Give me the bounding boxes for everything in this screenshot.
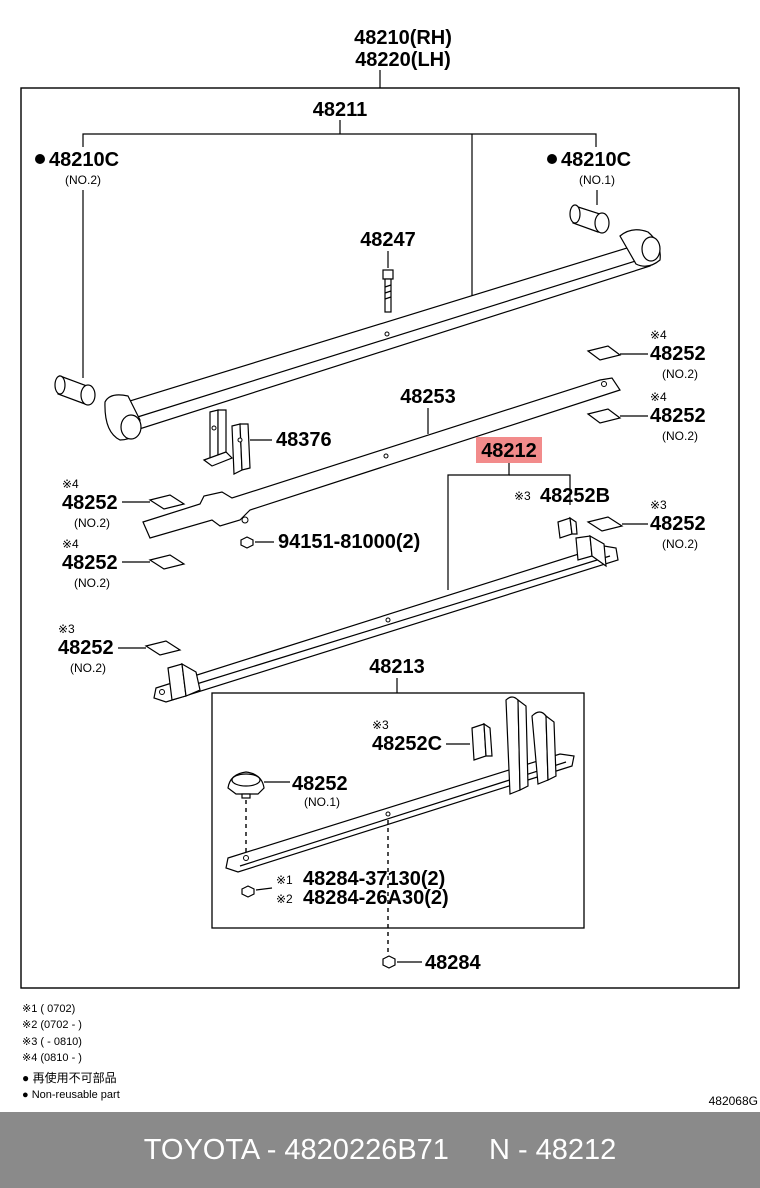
label-48252-r3-sub: (NO.2): [662, 537, 698, 551]
legend-non-reusable-jp: ● 再使用不可部品: [22, 1070, 117, 1085]
label-48213[interactable]: 48213: [369, 656, 425, 678]
legend-note-1: ※1 ( 0702): [22, 1003, 75, 1015]
label-48210c-right-sub: (NO.1): [579, 173, 615, 187]
mark-48252-r3: ※3: [650, 498, 667, 512]
footer-bar: TOYOTA - 4820226B71 N - 48212: [0, 1112, 760, 1188]
parts-diagram: 48210(RH) 48220(LH) 48211 48210C (NO.2) …: [20, 27, 758, 1108]
footer-part-number: TOYOTA - 4820226B71: [143, 1133, 449, 1166]
label-48284[interactable]: 48284: [425, 952, 481, 974]
label-48252-l3[interactable]: 48252: [58, 637, 114, 659]
label-48252-l1[interactable]: 48252: [62, 492, 118, 514]
assembly-rh-label: 48210(RH): [354, 27, 452, 49]
leaf-hole: [384, 331, 390, 337]
pad-48252-r2-icon: [586, 408, 622, 424]
clip-48252b-icon: [557, 516, 578, 539]
mark-48284-37130: ※1: [276, 873, 293, 887]
label-48212[interactable]: 48212: [481, 440, 537, 462]
label-48210c-right[interactable]: 48210C: [561, 149, 631, 171]
highlight-48212: [476, 437, 542, 463]
bracket-48211: [82, 133, 597, 147]
legend-note-3: ※3 ( - 0810): [22, 1036, 82, 1048]
sub-assembly-frame-48213: [211, 692, 585, 929]
leader-48284-37130: [255, 887, 273, 891]
third-leaf-spring: [225, 696, 575, 873]
pad-48252-r3-icon: [586, 516, 624, 532]
label-48252-l2-sub: (NO.2): [74, 576, 110, 590]
label-48252b[interactable]: 48252B: [540, 485, 610, 507]
label-48252-l3-sub: (NO.2): [70, 661, 106, 675]
mark-48252c: ※3: [372, 718, 389, 732]
label-48252-r2[interactable]: 48252: [650, 405, 706, 427]
assembly-lh-label: 48220(LH): [355, 49, 451, 71]
mark-48252-l2: ※4: [62, 537, 79, 551]
label-94151[interactable]: 94151-81000(2): [278, 531, 420, 553]
center-bolt-icon: [382, 269, 394, 313]
plate-48253: [142, 377, 621, 539]
main-leaf-spring: [104, 229, 661, 441]
leader-48212: [447, 463, 510, 590]
label-48252c[interactable]: 48252C: [372, 733, 442, 755]
bump-stopper-icon: [227, 771, 265, 799]
label-48376[interactable]: 48376: [276, 429, 332, 451]
label-48252-l1-sub: (NO.2): [74, 516, 110, 530]
mark-48252-l1: ※4: [62, 477, 79, 491]
legend-note-4: ※4 (0810 - ): [22, 1052, 82, 1064]
label-48284-37130[interactable]: 48284-37130(2): [303, 868, 445, 890]
label-48247[interactable]: 48247: [360, 229, 416, 251]
pad-48252-l1-icon: [148, 494, 186, 510]
label-48252-no1[interactable]: 48252: [292, 773, 348, 795]
bushing-left-icon: [54, 375, 96, 406]
footer-ref-number: N - 48212: [488, 1133, 617, 1166]
mark-48252-r2: ※4: [650, 390, 667, 404]
pad-48252-l2-icon: [148, 554, 186, 570]
pad-48252-l3-icon: [144, 640, 182, 656]
mark-48252-r1: ※4: [650, 328, 667, 342]
drawing-code: 482068G: [709, 1094, 758, 1108]
label-48252-r3[interactable]: 48252: [650, 513, 706, 535]
label-48252-r1-sub: (NO.2): [662, 367, 698, 381]
label-48210c-left-sub: (NO.2): [65, 173, 101, 187]
legend-non-reusable-en: ● Non-reusable part: [22, 1089, 120, 1101]
pad-48252-r1-icon: [586, 345, 622, 361]
bushing-right-icon: [569, 204, 610, 234]
nut-48284-small-icon: [241, 885, 255, 898]
label-48252-r1[interactable]: 48252: [650, 343, 706, 365]
label-48284-26a30[interactable]: 48284-26A30(2): [303, 887, 449, 909]
mark-48284-26a30: ※2: [276, 892, 293, 906]
mark-48252-l3: ※3: [58, 622, 75, 636]
nut-48284-icon: [382, 955, 396, 969]
non-reusable-dot-icon: [547, 154, 557, 164]
label-48211[interactable]: 48211: [313, 99, 368, 121]
clip-48252c-icon: [471, 722, 493, 761]
label-48252-l2[interactable]: 48252: [62, 552, 118, 574]
assembly-frame: [20, 87, 740, 989]
legend-note-2: ※2 (0702 - ): [22, 1019, 82, 1031]
mark-48252b: ※3: [514, 489, 531, 503]
label-48252-r2-sub: (NO.2): [662, 429, 698, 443]
label-48252-no1-sub: (NO.1): [304, 795, 340, 809]
leader-48212-b: [509, 474, 571, 505]
second-leaf-spring: [153, 534, 619, 703]
label-48210c-left[interactable]: 48210C: [49, 149, 119, 171]
nut-94151-icon: [240, 536, 254, 549]
spring-clip-icon: [202, 409, 251, 475]
label-48253[interactable]: 48253: [400, 386, 456, 408]
non-reusable-dot-icon: [35, 154, 45, 164]
